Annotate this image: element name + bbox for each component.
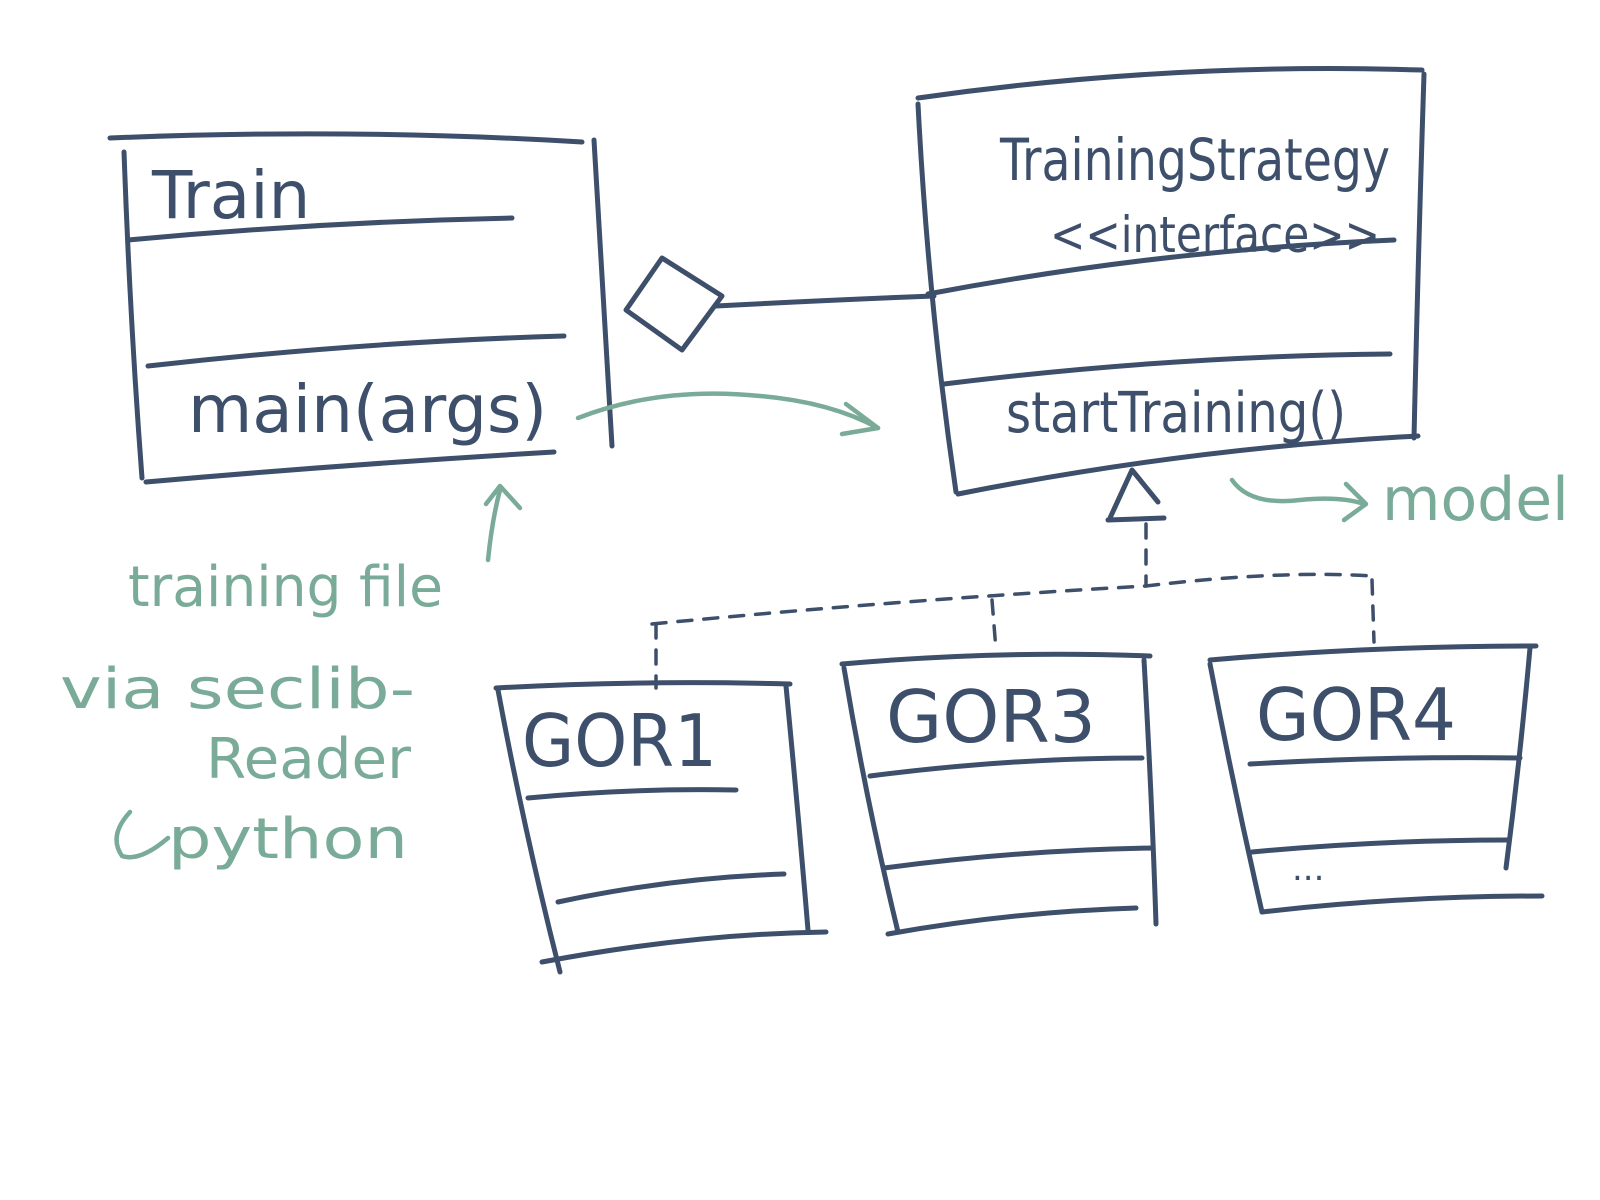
gor3-class-name: GOR3 xyxy=(886,675,1096,759)
realization-drop-gor3 xyxy=(990,598,998,652)
note-python: python xyxy=(168,807,408,872)
training-strategy-box: TrainingStrategy <<interface>> startTrai… xyxy=(915,66,1427,497)
note-reader: Reader xyxy=(206,727,412,792)
call-arrow-line xyxy=(575,391,881,431)
gor1-box-bottom-edge xyxy=(539,929,829,965)
realization-triangle xyxy=(1105,467,1167,523)
gor4-box-bottom-edge xyxy=(1259,893,1545,915)
gor4-class-box: GOR4 ... xyxy=(1207,643,1545,915)
gor3-name-divider xyxy=(867,755,1145,779)
python-hook-arrow xyxy=(114,809,171,860)
gor4-name-divider xyxy=(1247,755,1523,767)
aggregation-association xyxy=(623,255,937,353)
call-arrow xyxy=(575,391,881,437)
aggregation-line xyxy=(713,293,937,309)
gor3-class-box: GOR3 xyxy=(839,651,1159,937)
gor4-attribute-divider xyxy=(1249,837,1511,855)
model-label: model xyxy=(1382,465,1569,535)
note-via-seclib: via seclib- xyxy=(60,657,415,722)
strategy-attribute-divider xyxy=(941,351,1393,387)
strategy-box-left-edge xyxy=(915,101,959,495)
note-training-file: training file xyxy=(128,555,443,620)
train-box-top-edge xyxy=(107,131,585,145)
gor1-box-top-edge xyxy=(493,680,793,691)
realization-relationship xyxy=(650,467,1376,690)
train-name-divider xyxy=(125,215,515,243)
aggregation-diamond xyxy=(623,255,725,353)
gor3-attribute-divider xyxy=(881,845,1155,871)
gor1-name-divider xyxy=(525,787,739,801)
train-attribute-divider xyxy=(145,333,567,369)
train-box-left-edge xyxy=(121,149,145,481)
strategy-stereotype: <<interface>> xyxy=(1050,206,1380,264)
gor4-box-left-edge xyxy=(1207,661,1265,915)
strategy-name-divider xyxy=(925,237,1397,297)
strategy-method-start-training: startTraining() xyxy=(1006,381,1346,446)
model-arrow-head xyxy=(1341,481,1369,523)
strategy-class-name: TrainingStrategy xyxy=(999,126,1390,194)
model-output: model xyxy=(1229,465,1569,535)
gor3-box-bottom-edge xyxy=(885,905,1139,937)
gor1-class-name: GOR1 xyxy=(522,699,717,783)
gor1-attribute-divider xyxy=(555,871,787,905)
input-arrow-line xyxy=(485,487,503,563)
training-file-note: training file via seclib- Reader python xyxy=(60,483,523,872)
realization-branch-line xyxy=(650,572,1374,626)
gor3-box-left-edge xyxy=(841,665,901,935)
train-box-right-edge xyxy=(591,137,615,449)
train-class-name: Train xyxy=(151,157,310,234)
train-method-main: main(args) xyxy=(188,371,547,448)
gor4-box-top-edge xyxy=(1207,643,1539,663)
strategy-box-top-edge xyxy=(915,66,1425,101)
train-class-box: Train main(args) xyxy=(107,131,615,485)
model-arrow-line xyxy=(1229,477,1367,507)
gor4-class-name: GOR4 xyxy=(1256,673,1456,757)
gor3-box-right-edge xyxy=(1141,657,1159,927)
gor1-box-right-edge xyxy=(783,683,811,933)
gor1-class-box: GOR1 xyxy=(493,680,829,975)
gor1-box-left-edge xyxy=(495,687,563,975)
strategy-box-bottom-edge xyxy=(955,433,1421,497)
train-box-bottom-edge xyxy=(143,449,557,485)
strategy-box-right-edge xyxy=(1411,71,1427,441)
input-arrow-head xyxy=(483,483,523,511)
gor3-box-top-edge xyxy=(839,651,1153,667)
gor4-ellipsis: ... xyxy=(1292,849,1324,889)
realization-drop-gor4 xyxy=(1370,578,1376,644)
call-arrow-head xyxy=(839,401,881,437)
